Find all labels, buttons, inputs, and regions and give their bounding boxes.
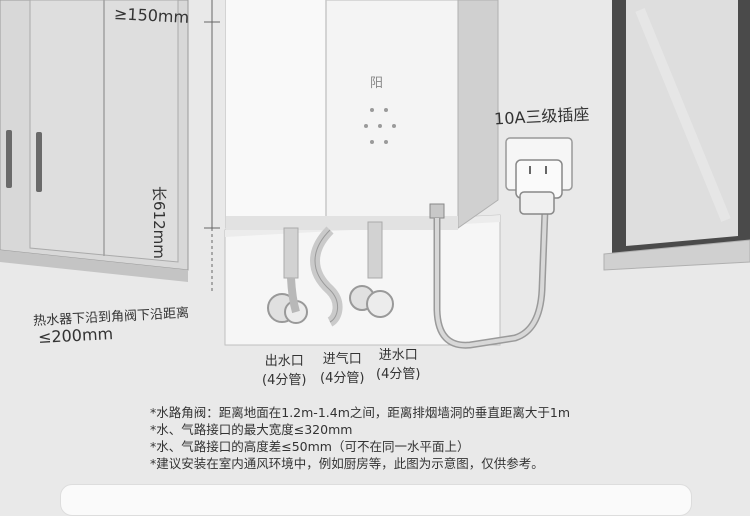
- heater-height-label: 长612mm: [150, 186, 168, 259]
- port-gas-inlet: 进气口 (4分管): [320, 348, 364, 386]
- port-water-inlet-spec: (4分管): [376, 367, 421, 382]
- bottom-card: [60, 484, 692, 516]
- gas-pipe: [310, 226, 343, 327]
- port-water-inlet-name: 进水口: [378, 348, 418, 363]
- note-line: *建议安装在室内通风环境中，例如厨房等，此图为示意图，仅供参考。: [150, 456, 544, 471]
- port-outlet-spec: (4分管): [262, 373, 307, 388]
- power-cable: [429, 203, 549, 349]
- bottom-distance-value: ≤200mm: [37, 324, 114, 347]
- inlet-pipe: [349, 221, 394, 318]
- port-outlet-name: 出水口: [264, 354, 304, 369]
- heater-display-logo: 阳: [370, 76, 384, 91]
- note-line: *水路角阀：距离地面在1.2m-1.4m之间，距离排烟墙洞的垂直距离大于1m: [150, 405, 571, 420]
- wall-cabinet: [0, 0, 189, 282]
- port-water-inlet: 进水口 (4分管): [376, 344, 420, 382]
- top-clearance-label: ≥150mm: [113, 4, 190, 27]
- port-gas-inlet-spec: (4分管): [320, 371, 365, 386]
- control-panel: [364, 108, 396, 144]
- port-outlet: 出水口 (4分管): [262, 350, 306, 388]
- window: [603, 0, 750, 271]
- pipe-box: [224, 214, 501, 346]
- note-line: *水、气路接口的最大宽度≤320mm: [150, 422, 353, 437]
- outlet-pipe: [267, 227, 308, 324]
- water-heater: [225, 0, 499, 230]
- socket-label: 10A三级插座: [493, 104, 590, 129]
- installation-notes: *水路角阀：距离地面在1.2m-1.4m之间，距离排烟墙洞的垂直距离大于1m *…: [150, 404, 710, 472]
- installation-illustration: [0, 0, 750, 349]
- note-line: *水、气路接口的高度差≤50mm（可不在同一水平面上）: [150, 439, 470, 454]
- cabinet-handle-center: [36, 132, 42, 192]
- power-socket: [505, 137, 573, 215]
- port-gas-inlet-name: 进气口: [322, 352, 362, 367]
- cabinet-handle-left: [6, 130, 12, 188]
- dimension-line: [204, 0, 220, 292]
